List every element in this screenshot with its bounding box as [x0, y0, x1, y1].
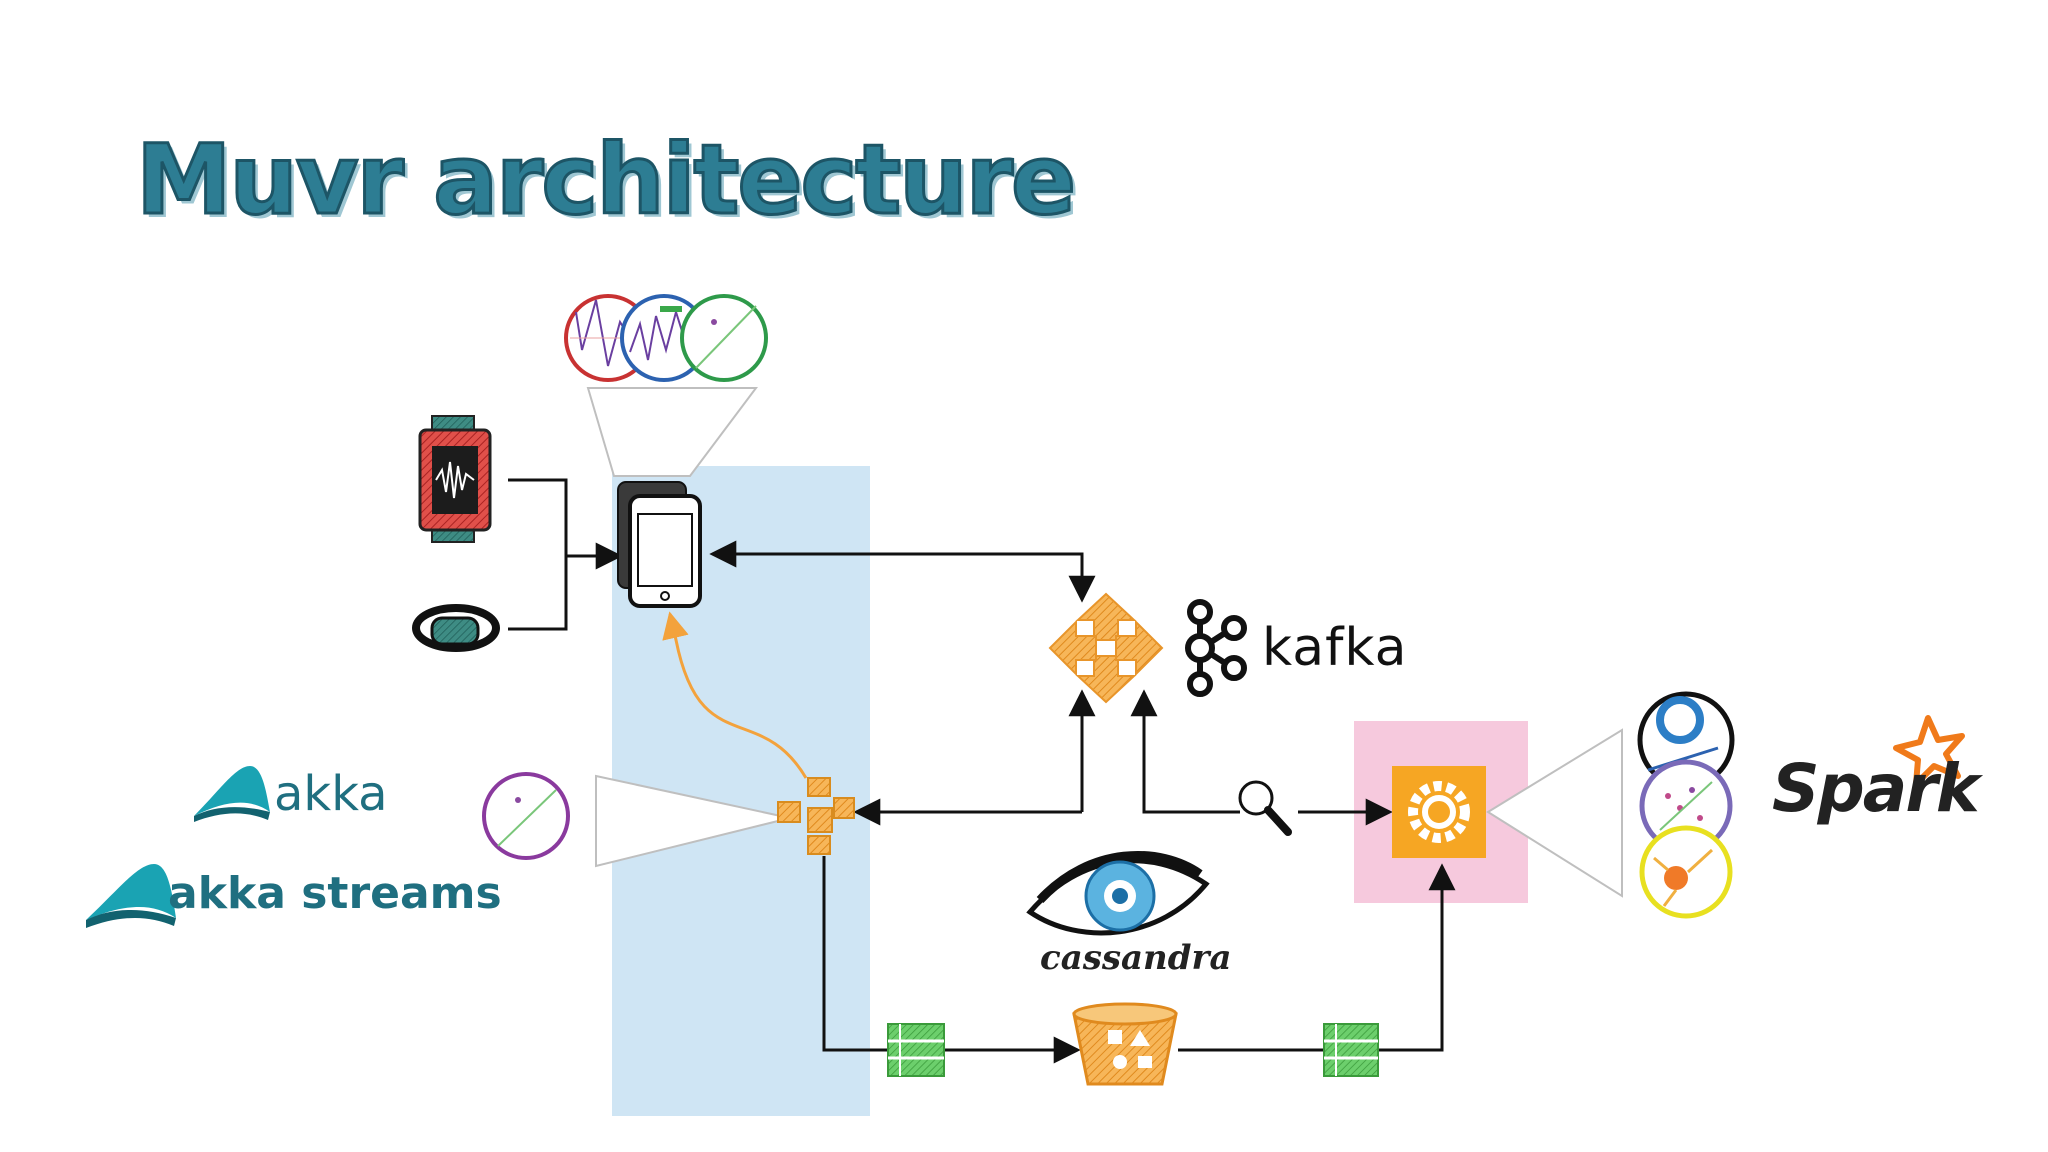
spark-label: Spark [1772, 750, 1980, 827]
connectors [508, 478, 1456, 1064]
akka-label: akka [274, 766, 388, 822]
fitness-band-icon [412, 604, 500, 652]
data-block-icon [1323, 1023, 1379, 1077]
stream-to-phone-arrow [662, 611, 808, 779]
storage-bucket-icon [1072, 1002, 1178, 1086]
stream-hub-icon [777, 777, 855, 855]
hub-projection-cone [595, 774, 791, 868]
spark-star-icon [1893, 715, 1965, 787]
spark-model-circles [1637, 691, 1735, 919]
chart-circle-green-icon [680, 294, 768, 382]
akka-logo-icon [86, 864, 176, 928]
kafka-logo-icon [1185, 599, 1247, 697]
data-block-icon [887, 1023, 945, 1077]
chart-projection-cone [586, 387, 758, 477]
page-title: Muvr architecture [134, 123, 1077, 238]
akka-streams-label: akka streams [168, 868, 502, 919]
smartphone-icon [617, 481, 702, 608]
kafka-label: kafka [1262, 618, 1408, 678]
magnifier-icon [1238, 780, 1292, 836]
akka-logo-icon [194, 766, 270, 822]
processor-gear-icon [1392, 766, 1486, 858]
kafka-hub-icon [1048, 592, 1164, 704]
chart-circle-purple-icon [482, 772, 570, 860]
cassandra-label: cassandra [1040, 938, 1232, 978]
cassandra-eye-icon [1026, 850, 1210, 936]
pebble-watch-icon [418, 415, 492, 543]
spark-projection-cone [1486, 728, 1623, 898]
